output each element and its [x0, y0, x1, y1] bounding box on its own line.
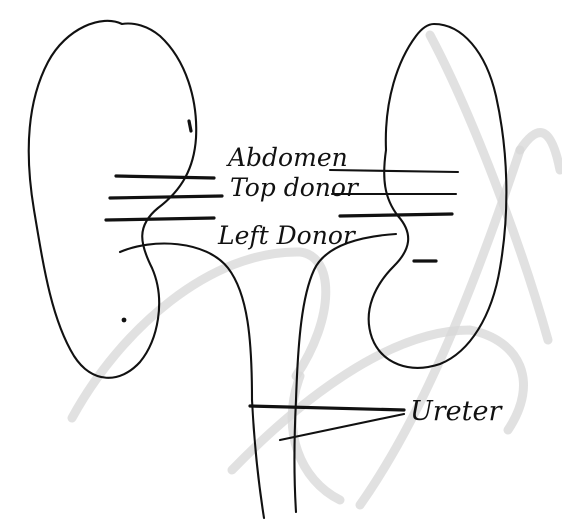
watermark	[72, 35, 560, 505]
left-kidney-dot	[122, 318, 127, 323]
left-kidney-mark-upper	[189, 121, 191, 131]
label-abdomen: Abdomen	[226, 143, 348, 172]
line-bottom-right	[340, 214, 452, 216]
label-left-donor: Left Donor	[217, 221, 357, 250]
ureter-pointer-upper	[250, 406, 404, 410]
left-ureter	[252, 400, 264, 518]
right-kidney-outline	[369, 24, 507, 368]
line-middle-left	[110, 196, 222, 198]
label-top-donor: Top donor	[230, 173, 360, 202]
line-top-left	[116, 176, 214, 178]
line-top-right	[330, 170, 458, 172]
label-ureter: Ureter	[410, 396, 503, 427]
ureter-pointer-lower	[280, 414, 404, 440]
line-bottom-left	[106, 218, 214, 220]
